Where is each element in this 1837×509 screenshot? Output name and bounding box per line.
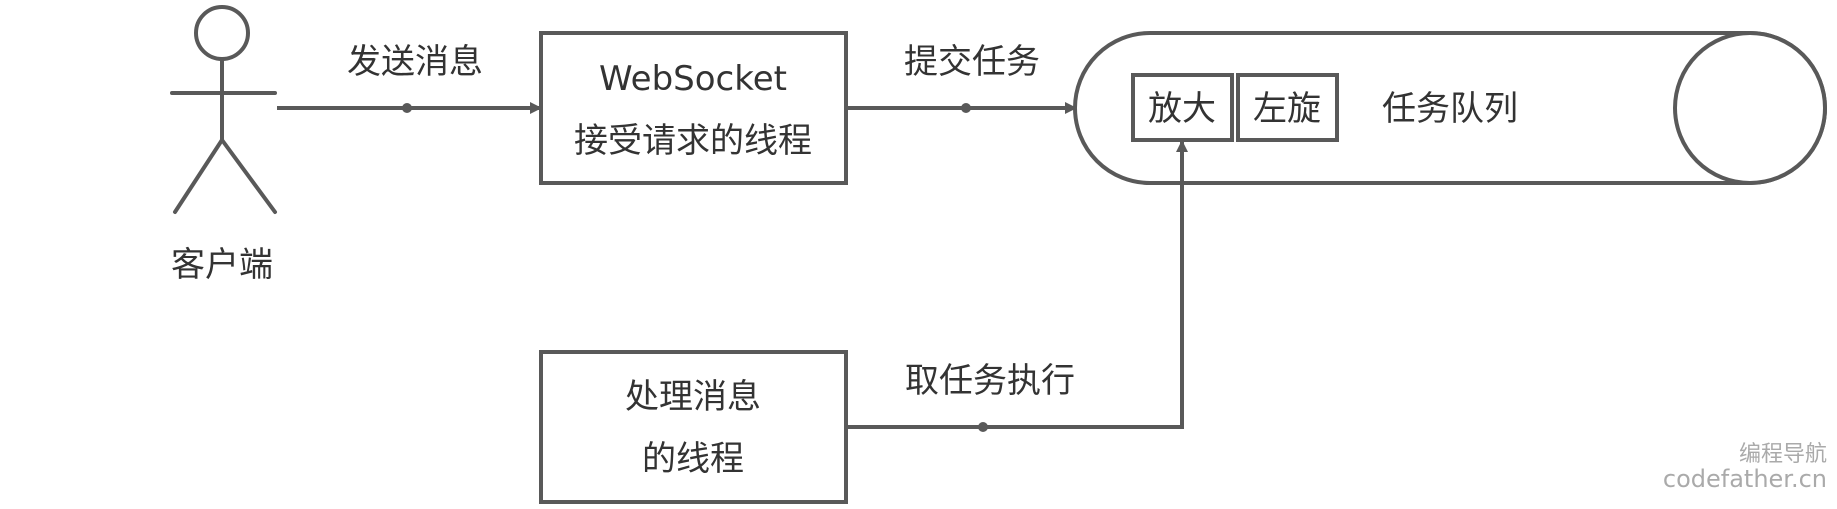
task-queue-label: 任务队列: [1382, 89, 1518, 129]
client-actor-icon: [170, 5, 277, 214]
submit-task-label: 提交任务: [904, 42, 1040, 82]
take-task-label: 取任务执行: [905, 361, 1075, 401]
take-task-edge: [848, 140, 1188, 432]
send-message-edge: [277, 102, 542, 114]
websocket-box-line2: 接受请求的线程: [574, 121, 812, 161]
websocket-thread-box: [539, 31, 848, 185]
client-label: 客户端: [171, 245, 273, 285]
watermark-url: codefather.cn: [1662, 465, 1827, 493]
watermark-title: 编程导航: [1738, 442, 1827, 467]
task-chip-rotate-left-label: 左旋: [1253, 89, 1321, 129]
task-chip-rotate-left: 左旋: [1236, 73, 1339, 142]
worker-thread-box: [539, 350, 848, 504]
task-queue-cylinder: [1073, 31, 1827, 185]
websocket-box-line1: WebSocket: [599, 59, 787, 99]
send-message-label: 发送消息: [347, 42, 483, 82]
worker-box-line1: 处理消息: [625, 377, 761, 417]
submit-task-edge: [848, 102, 1077, 114]
task-chip-zoom-label: 放大: [1148, 89, 1216, 129]
task-chip-zoom: 放大: [1131, 73, 1234, 142]
worker-box-line2: 的线程: [642, 439, 744, 479]
